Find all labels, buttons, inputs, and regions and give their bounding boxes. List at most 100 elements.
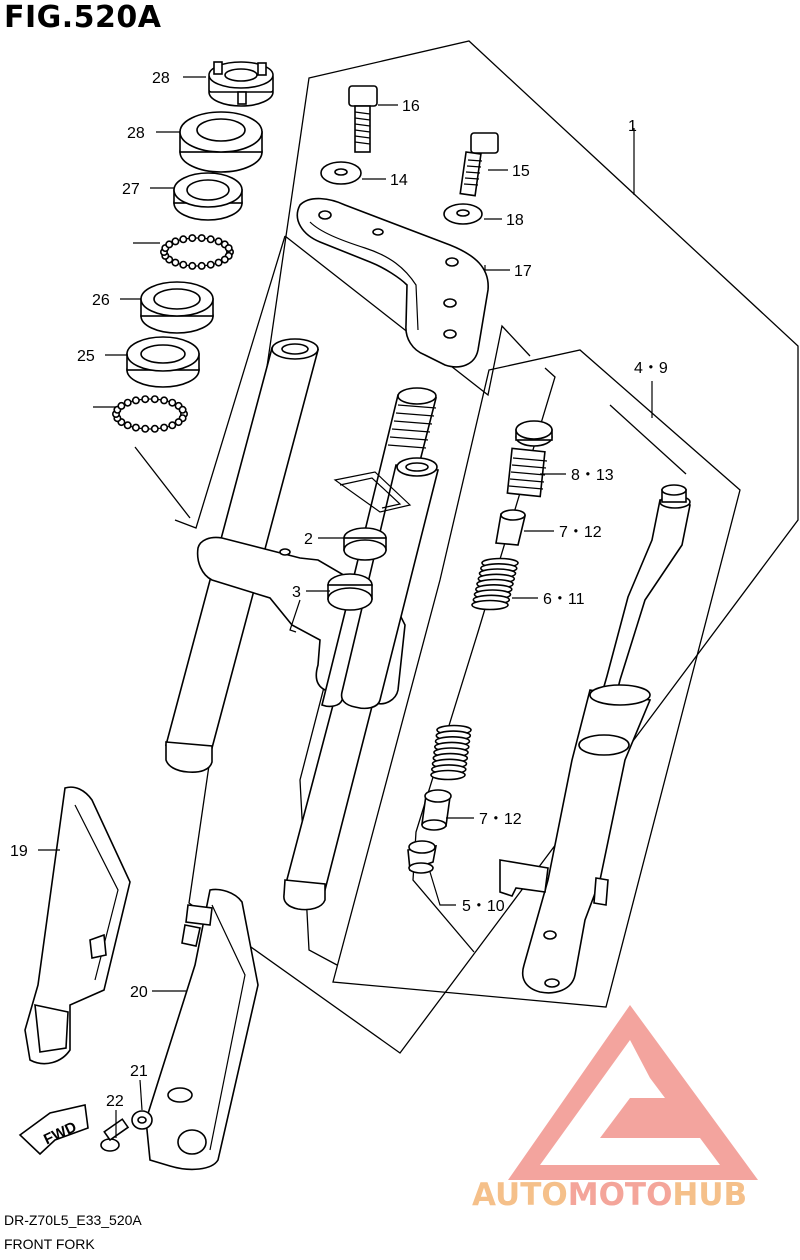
assembly-name: FRONT FORK [4,1236,95,1252]
callout-2: 2 [304,531,313,548]
bearing-ball [174,418,183,427]
callout-16: 16 [402,98,420,115]
callout-26: 28 [152,70,170,87]
fork-dust-seal [327,573,373,611]
automotohub-logo [508,1005,758,1180]
callout-20: 20 [130,984,148,1001]
bearing-ball [141,424,150,433]
bearing-ball [160,423,169,432]
leader-lines [38,76,653,1138]
bearing-ball [179,235,188,244]
callout-labels: 28 28 27 26 25 16 14 15 18 17 1 2 3 4・9 … [10,70,668,1110]
callout-5-10: 5・10 [462,898,505,915]
fork-slider [499,684,652,994]
callout-17: 17 [514,263,532,280]
callout-1: 1 [628,118,637,135]
lower-race [126,336,200,388]
bearing-ball [179,260,188,269]
washer-21 [131,1110,153,1130]
callout-14: 14 [390,172,408,189]
bolt-15 [459,132,499,197]
callout-22: 22 [106,1093,124,1110]
fork-inner-tube-front [340,457,439,710]
bearing-ball [220,255,229,264]
fork-clip [333,471,412,513]
spring-coil [471,599,509,611]
assembly-frame-outer [188,40,799,1054]
callout-4-9: 4・9 [634,360,668,377]
forward-direction-arrow: FWD [18,1104,89,1156]
oil-lock-piece [407,840,437,874]
bolt-16 [348,85,378,153]
bearing-ball [224,244,233,253]
assembly-frame-inner-left [174,235,286,529]
washer-18 [443,203,483,225]
callout-6-11: 6・11 [543,591,585,608]
fork-oil-seal [343,527,387,561]
fork-cap-bolt [506,420,553,498]
spring-coil [430,769,466,781]
steering-stack-frame [134,446,191,519]
lower-ball-bearing [112,395,189,433]
automotohub-watermark: AUTOMOTOHUB [472,1005,758,1213]
callout-27: 28 [127,125,145,142]
bearing-ball [131,396,140,405]
bearing-ball [197,234,206,243]
upper-ball-bearing [160,234,235,270]
bearing-ball [150,395,159,404]
steering-stem-nut [208,61,274,107]
callout-19: 19 [10,843,28,860]
model-code: DR-Z70L5_E33_520A [4,1212,142,1228]
bearing-ball [214,237,223,246]
fork-spring-lower [430,724,472,781]
bearing-ball [117,401,126,410]
bearing-ball [168,421,177,430]
bearing-ball [171,258,180,267]
callout-18: 18 [506,212,524,229]
bearing-ball [168,398,177,407]
upper-fork-bracket [296,197,489,368]
bearing-ball [206,235,215,244]
bearing-ball [214,258,223,267]
fork-guard-20 [145,888,259,1171]
bearing-ball [123,398,132,407]
svg-text:AUTOMOTOHUB: AUTOMOTOHUB [472,1177,747,1213]
bearing-ball [206,260,215,269]
damper-frame [332,349,741,1008]
callout-25: 27 [122,181,140,198]
bearing-ball [171,237,180,246]
assembly-frame-inner-left-2 [284,235,531,397]
upper-race [173,172,243,221]
callout-8-13: 8・13 [571,467,614,484]
fork-spring-upper [471,557,519,611]
bearing-ball [123,421,132,430]
callout-15: 15 [512,163,530,180]
lower-cup-race [140,281,214,334]
cartridge-frame [609,404,687,475]
spacer-lower [421,789,452,831]
bearing-ball [197,261,206,270]
callout-3: 3 [292,584,301,601]
bearing-ball [141,395,150,404]
callout-7-12-upper: 7・12 [559,524,602,541]
bearing-ball [188,234,197,243]
washer-14 [320,161,362,185]
fork-guard-19 [24,786,131,1065]
callout-7-12-lower: 7・12 [479,811,522,828]
dust-seal [179,111,263,173]
figure-title: FIG.520A [4,0,162,35]
callout-23: 25 [77,348,95,365]
bearing-ball [131,423,140,432]
watermark-text-auto: AUTO [472,1177,568,1213]
watermark-text-hub: HUB [672,1177,747,1213]
spacer-upper [495,509,526,546]
callout-24: 26 [92,292,110,309]
bearing-ball [178,405,187,414]
bearing-ball [160,396,169,405]
bolt-22 [100,1118,130,1152]
bearing-ball [165,240,174,249]
bearing-ball [188,261,197,270]
watermark-text-moto: MOTO [568,1177,673,1213]
bearing-ball [150,424,159,433]
